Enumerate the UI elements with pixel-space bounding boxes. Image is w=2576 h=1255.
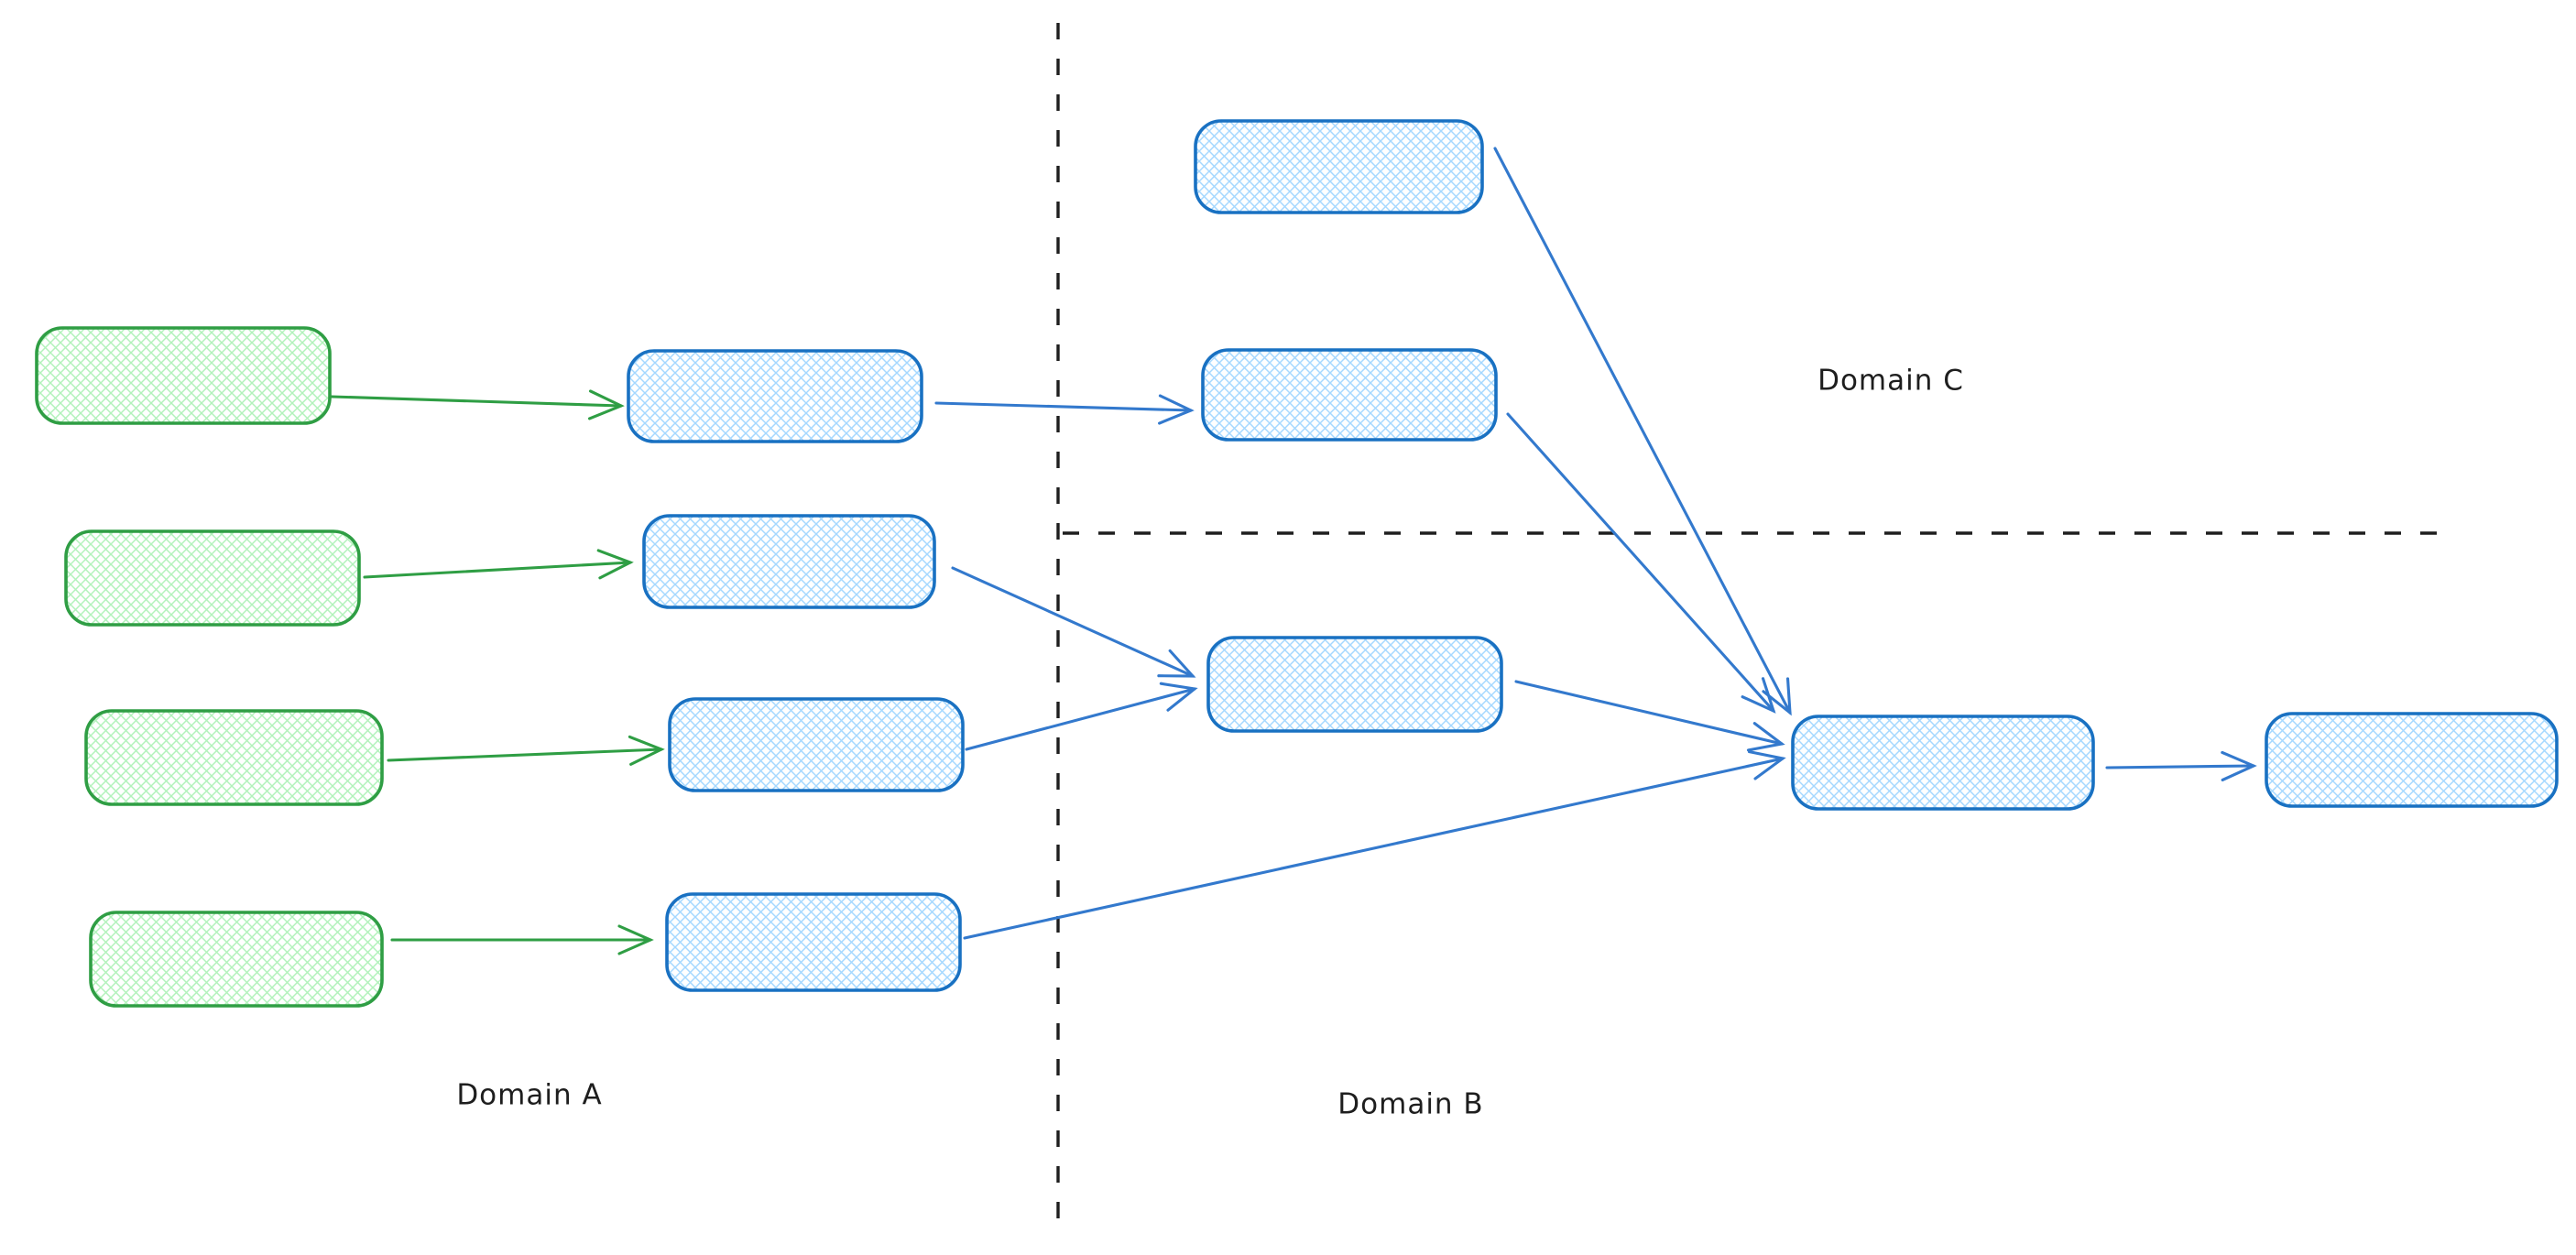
separators-layer [1056, 23, 2446, 1237]
edge-a1-to-bmiddle-arrow [934, 394, 1195, 425]
blue-box-a4 [665, 892, 962, 992]
blue-box-hub [1791, 715, 2095, 811]
green-box-1 [35, 326, 332, 425]
edge-hub-to-output-arrow [2105, 750, 2257, 781]
edges-layer [330, 147, 2257, 955]
blue-box-a1 [627, 349, 923, 443]
green-box-2 [64, 529, 361, 627]
labels-layer: Domain A Domain B Domain C [456, 365, 1964, 1121]
blue-box-b-middle [1201, 348, 1498, 442]
blue-box-a2 [642, 514, 936, 609]
edge-blower-to-hub-arrow [1514, 680, 1785, 752]
blue-box-b-top [1194, 119, 1484, 214]
label-domain-a: Domain A [456, 1079, 602, 1112]
edge-green2-to-a2-arrow [363, 549, 634, 580]
blue-box-b-lower [1206, 636, 1503, 733]
green-box-3 [84, 709, 384, 806]
edge-green3-to-a3-arrow [387, 735, 665, 766]
blue-box-a3 [668, 697, 965, 792]
edge-a2-to-blower-arrow [951, 566, 1196, 678]
label-domain-b: Domain B [1337, 1088, 1483, 1121]
edge-btop-to-hub-arrow [1493, 147, 1792, 716]
nodes-layer [35, 119, 2559, 1008]
blue-box-output [2265, 712, 2559, 808]
edge-a3-to-blower-arrow [965, 682, 1198, 751]
edge-a4-to-hub-arrow [963, 750, 1786, 940]
label-domain-c: Domain C [1817, 365, 1964, 398]
green-box-4 [89, 911, 384, 1008]
edge-green1-to-a1-arrow [330, 389, 625, 420]
edge-bmiddle-to-hub-arrow [1506, 412, 1776, 714]
